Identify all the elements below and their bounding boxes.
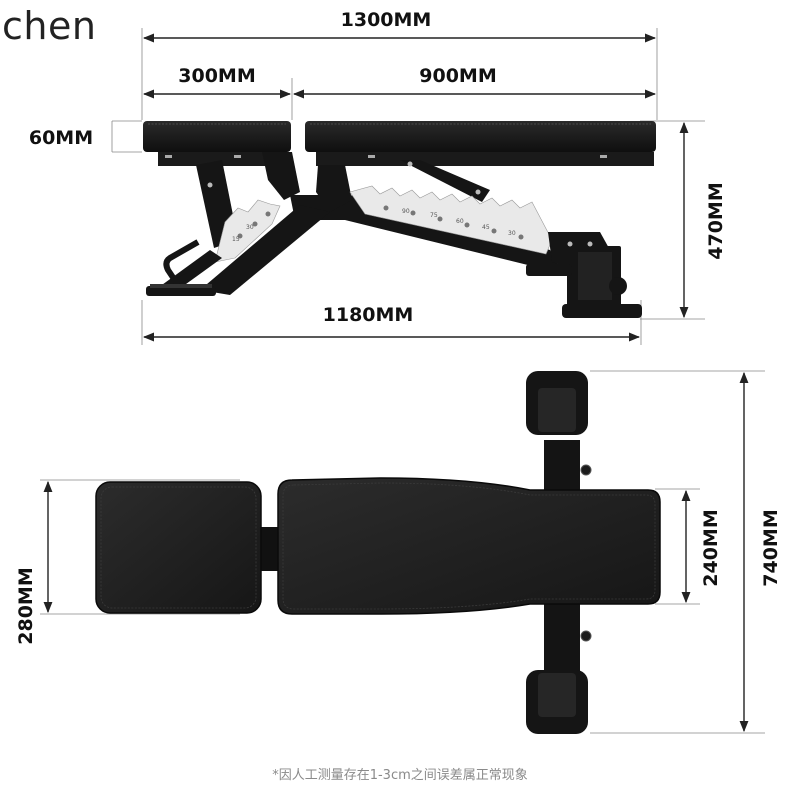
base-width-label: 740MM [760, 509, 782, 586]
backrest-width-label: 280MM [15, 567, 37, 644]
footprint-length-label: 1180MM [323, 304, 414, 326]
top-view: 280MM 240MM 740MM [15, 370, 782, 734]
scale-label-4: 75 [430, 212, 438, 219]
overall-length-label: 1300MM [341, 9, 432, 31]
scale-label-2: 30 [246, 224, 254, 231]
seat-length-label: 900MM [419, 65, 496, 87]
scale-label-3: 90 [402, 208, 410, 215]
backrest-offset-label: 300MM [178, 65, 255, 87]
scale-label-7: 30 [508, 230, 516, 237]
scale-label-5: 60 [456, 218, 464, 225]
bench-top-illustration [95, 371, 661, 734]
side-view: 1300MM 300MM 900MM 60MM 470MM 1180MM [29, 9, 727, 345]
side-backrest-pad [143, 121, 291, 152]
watermark-text: chen [2, 4, 97, 48]
scale-label-6: 45 [482, 224, 490, 231]
incline-ladder [349, 185, 553, 255]
top-seat-pad [277, 477, 661, 615]
measurement-footnote: *因人工测量存在1-3cm之间误差属正常现象 [272, 768, 528, 783]
side-seat-pad [305, 121, 656, 152]
top-backrest-pad [95, 481, 262, 614]
seat-width-label: 240MM [700, 509, 722, 586]
height-label: 470MM [705, 182, 727, 259]
scale-label-1: 15 [232, 236, 240, 243]
bench-side-illustration: 15 30 90 75 60 45 30 [143, 121, 656, 318]
pad-thickness-label: 60MM [29, 127, 93, 149]
